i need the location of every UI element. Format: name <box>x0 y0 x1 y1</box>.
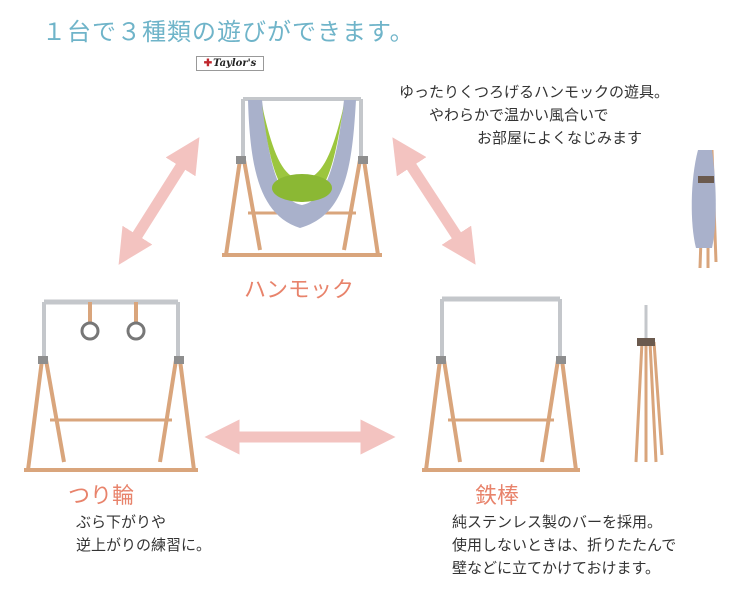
cross-icon: ✚ <box>203 58 213 69</box>
hammock-desc-line-1: ゆったりくつろげるハンモックの遊具。 <box>399 83 670 101</box>
bar-desc-line-2: 使用しないときは、折りたたんで <box>452 536 677 554</box>
hammock-stand <box>222 97 382 257</box>
bar-desc-line-1: 純ステンレス製のバーを採用。 <box>452 513 663 531</box>
folded-hammock-stand <box>691 149 718 269</box>
rings-desc-line-2: 逆上がりの練習に。 <box>76 536 212 554</box>
brand-logo: ✚Taylor's <box>196 56 264 71</box>
rings-stand <box>24 299 198 472</box>
hammock-desc: ゆったりくつろげるハンモックの遊具。 やわらかで温かい風合いで お部屋によくなじ… <box>399 81 669 150</box>
hammock-label: ハンモック <box>244 278 355 303</box>
hammock-desc-line-3: お部屋によくなじみます <box>477 129 643 147</box>
bar-desc-line-3: 壁などに立てかけておけます。 <box>452 559 661 577</box>
rings-desc: ぶら下がりや 逆上がりの練習に。 <box>76 511 211 557</box>
folded-stand <box>634 305 664 463</box>
arrow-top-right <box>392 137 476 265</box>
page-title: １台で３種類の遊びができます。 <box>42 18 415 46</box>
bar-desc: 純ステンレス製のバーを採用。 使用しないときは、折りたたんで 壁などに立てかけて… <box>452 511 676 580</box>
brand-logo-text: Taylor's <box>213 58 257 69</box>
ring-right <box>126 321 146 341</box>
hammock-fabric <box>248 100 356 228</box>
ring-left <box>80 321 100 341</box>
arrow-top-left <box>118 137 200 265</box>
rings-label: つり輪 <box>68 484 135 509</box>
rings-desc-line-1: ぶら下がりや <box>76 513 167 531</box>
bar-stand <box>422 296 580 472</box>
bar-label: 鉄棒 <box>475 484 520 509</box>
hammock-desc-line-2: やわらかで温かい風合いで <box>429 106 609 124</box>
